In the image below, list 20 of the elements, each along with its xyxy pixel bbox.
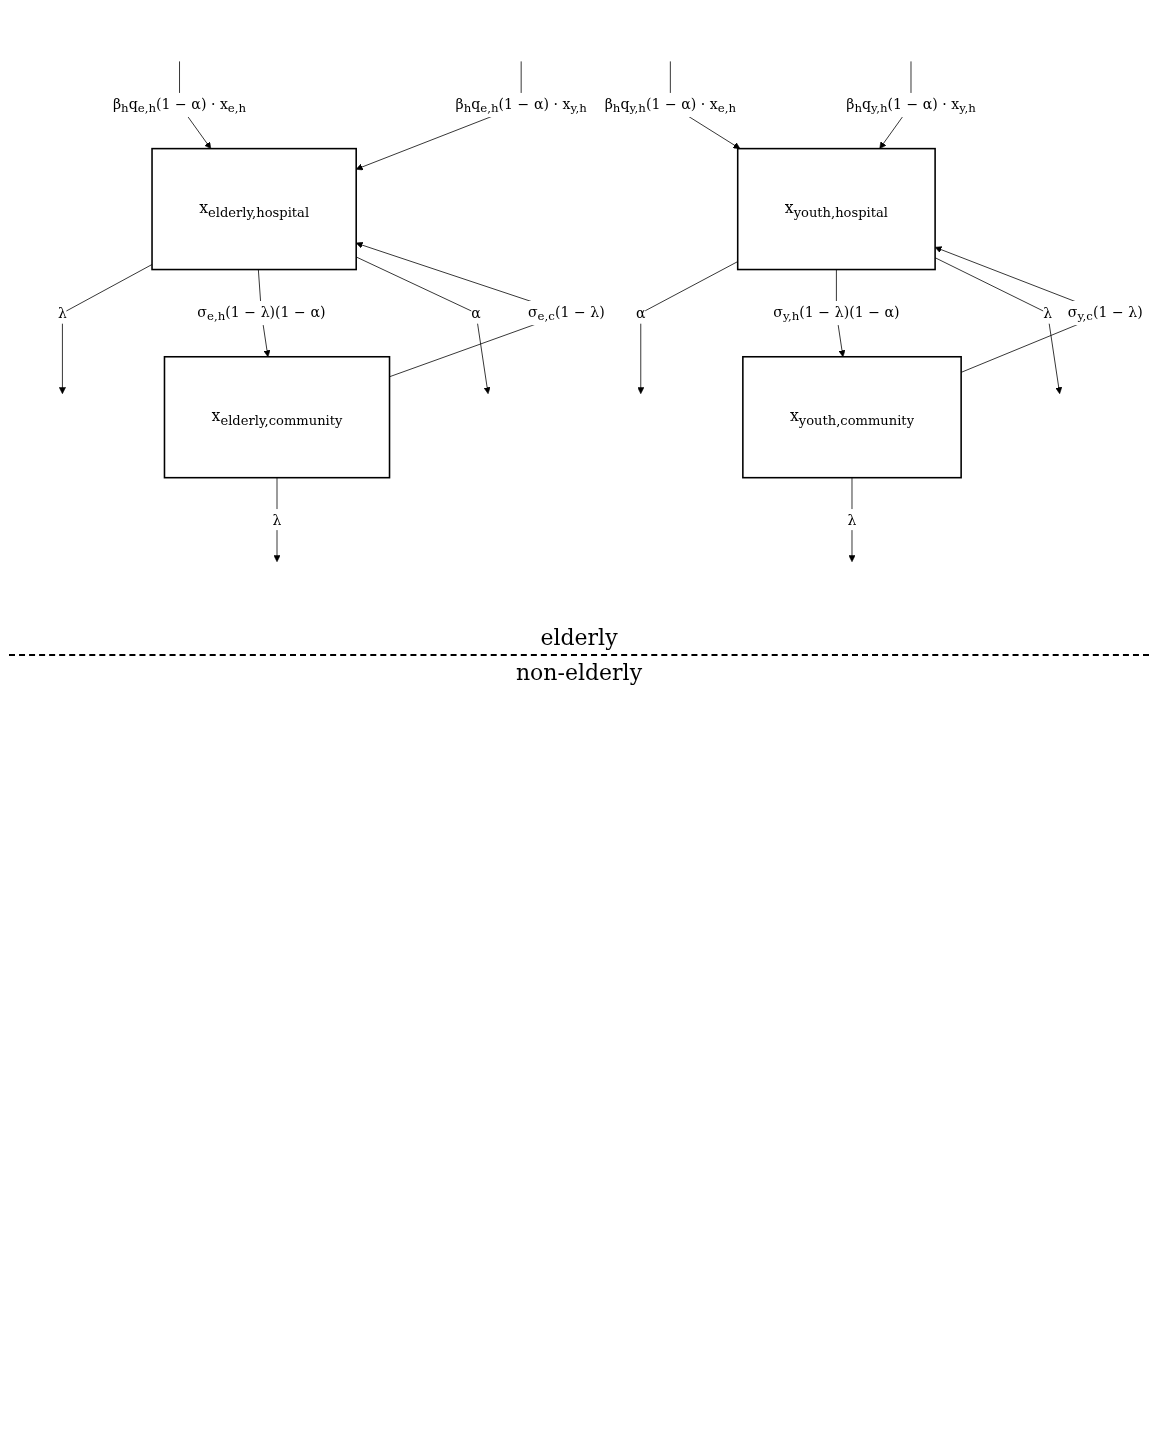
edge-label: β$_{h}$q$_{e,h}$(1 − α) · x$_{y,h}$ bbox=[455, 95, 587, 116]
region-label: elderly bbox=[540, 625, 618, 651]
edge-label: σ$_{e,h}$(1 − λ)(1 − α) bbox=[197, 303, 326, 324]
edge-label: λ bbox=[272, 511, 282, 528]
node-box: x$_{elderly,community}$ bbox=[163, 356, 391, 479]
edge-label: λ bbox=[57, 304, 67, 322]
edge-label: β$_{h}$q$_{y,h}$(1 − α) · x$_{y,h}$ bbox=[846, 95, 976, 116]
node-box: x$_{youth,community}$ bbox=[742, 356, 962, 479]
edge-label: α bbox=[636, 304, 646, 322]
edge-label: β$_{h}$q$_{e,h}$(1 − α) · x$_{e,h}$ bbox=[112, 95, 247, 116]
region-label: non-elderly bbox=[515, 660, 643, 686]
edge-label: α bbox=[471, 304, 481, 322]
edge-label: σ$_{e,c}$(1 − λ) bbox=[527, 303, 605, 324]
edge-label: β$_{h}$q$_{y,h}$(1 − α) · x$_{e,h}$ bbox=[604, 95, 737, 116]
edge-label: λ bbox=[847, 511, 857, 528]
node-box: x$_{elderly,hospital}$ bbox=[151, 147, 357, 271]
edge-label: λ bbox=[1043, 304, 1053, 322]
node-box: x$_{youth,hospital}$ bbox=[736, 147, 936, 271]
edge-label: σ$_{y,h}$(1 − λ)(1 − α) bbox=[773, 303, 900, 324]
edge-label: σ$_{y,c}$(1 − λ) bbox=[1067, 303, 1143, 324]
